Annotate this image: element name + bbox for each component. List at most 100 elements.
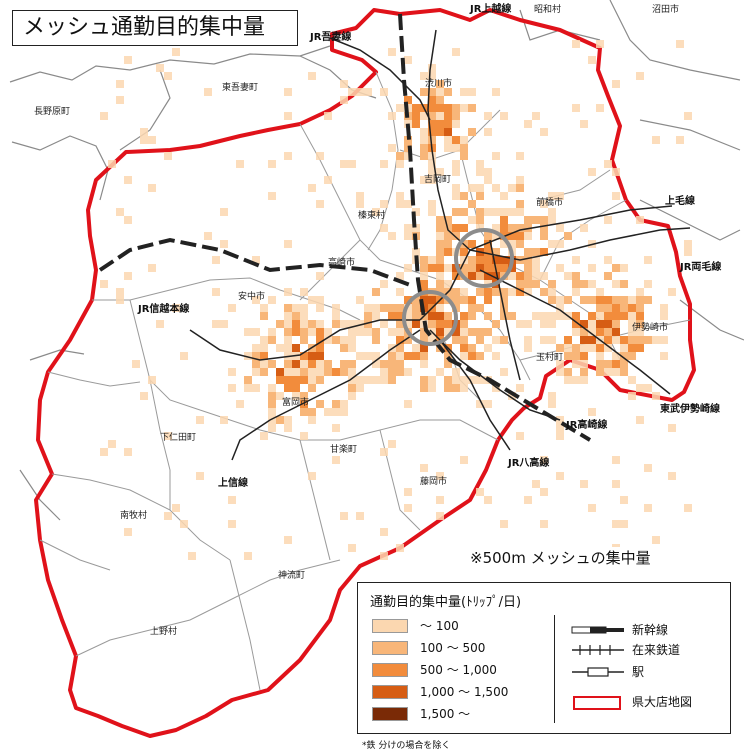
mesh-cell: [292, 368, 300, 376]
mesh-cell: [420, 256, 428, 264]
legend-range: 1,500 ～: [420, 707, 471, 721]
mesh-cell: [268, 296, 276, 304]
mesh-cell: [612, 80, 620, 88]
mesh-cell: [644, 280, 652, 288]
mesh-cell: [460, 336, 468, 344]
mesh-cell: [292, 392, 300, 400]
mesh-cell: [284, 376, 292, 384]
mesh-cell: [460, 312, 468, 320]
mesh-cell: [444, 328, 452, 336]
mesh-cell: [676, 136, 684, 144]
mesh-cell: [172, 504, 180, 512]
mesh-cell: [484, 264, 492, 272]
mesh-cell: [340, 360, 348, 368]
mesh-cell: [244, 376, 252, 384]
mesh-cell: [500, 368, 508, 376]
mesh-cell: [532, 272, 540, 280]
mesh-cell: [428, 256, 436, 264]
prefecture-boundary: [34, 8, 696, 738]
mesh-cell: [524, 496, 532, 504]
mesh-cell: [444, 280, 452, 288]
mesh-cell: [412, 344, 420, 352]
rail-label: JR信越本線: [137, 302, 189, 315]
mesh-cell: [452, 168, 460, 176]
mesh-cell: [500, 312, 508, 320]
mesh-cell: [580, 328, 588, 336]
mesh-cell: [524, 256, 532, 264]
mesh-cell: [548, 296, 556, 304]
mesh-cell: [628, 392, 636, 400]
mesh-cell: [444, 376, 452, 384]
mesh-cell: [444, 112, 452, 120]
mesh-cell: [100, 280, 108, 288]
mesh-cell: [540, 272, 548, 280]
mesh-cell: [220, 240, 228, 248]
mesh-cell: [284, 384, 292, 392]
mesh-cell: [388, 312, 396, 320]
mesh-cell: [612, 368, 620, 376]
mesh-cell: [612, 360, 620, 368]
mesh-cell: [452, 288, 460, 296]
mesh-cell: [652, 336, 660, 344]
mesh-cell: [468, 376, 476, 384]
mesh-cell: [260, 312, 268, 320]
mesh-cell: [420, 136, 428, 144]
legend-range: ～ 100: [420, 619, 459, 633]
mesh-cell: [500, 336, 508, 344]
mesh-cell: [540, 128, 548, 136]
mesh-cell: [284, 304, 292, 312]
mesh-cell: [436, 248, 444, 256]
mesh-cell: [612, 280, 620, 288]
mesh-cell: [308, 360, 316, 368]
legend-divider: [554, 615, 555, 723]
mesh-cell: [420, 360, 428, 368]
mesh-cell: [124, 176, 132, 184]
mesh-cell: [636, 288, 644, 296]
legend-symbol-label: 駅: [632, 665, 645, 679]
mesh-cell: [452, 120, 460, 128]
mesh-cell: [508, 224, 516, 232]
mesh-cell: [620, 496, 628, 504]
mesh-cell: [516, 272, 524, 280]
mesh-cell: [396, 160, 404, 168]
mesh-cell: [364, 312, 372, 320]
mesh-cell: [436, 80, 444, 88]
mesh-cell: [668, 472, 676, 480]
mesh-cell: [620, 336, 628, 344]
mesh-cell: [348, 320, 356, 328]
mesh-cell: [132, 360, 140, 368]
mesh-cell: [180, 520, 188, 528]
mesh-cell: [284, 424, 292, 432]
mesh-cell: [452, 192, 460, 200]
mesh-cell: [540, 488, 548, 496]
mesh-cell: [620, 280, 628, 288]
mesh-cell: [300, 312, 308, 320]
mesh-cell: [468, 328, 476, 336]
mesh-cell: [492, 384, 500, 392]
mesh-cell: [564, 368, 572, 376]
mesh-cell: [300, 368, 308, 376]
mesh-cell: [428, 384, 436, 392]
mesh-cell: [588, 280, 596, 288]
mesh-cell: [572, 104, 580, 112]
mesh-cell: [300, 400, 308, 408]
mesh-cell: [356, 320, 364, 328]
mesh-cell: [292, 360, 300, 368]
mesh-cell: [508, 312, 516, 320]
mesh-cell: [332, 400, 340, 408]
mesh-cell: [532, 280, 540, 288]
mesh-cell: [628, 352, 636, 360]
mesh-cell: [436, 272, 444, 280]
mesh-cell: [404, 336, 412, 344]
mesh-cell: [268, 384, 276, 392]
mesh-cell: [292, 344, 300, 352]
mesh-cell: [292, 304, 300, 312]
mesh-cell: [380, 200, 388, 208]
mesh-cell: [348, 160, 356, 168]
mesh-cell: [372, 336, 380, 344]
mesh-cell: [428, 64, 436, 72]
mesh-cell: [460, 248, 468, 256]
mesh-cell: [476, 160, 484, 168]
mesh-cell: [468, 128, 476, 136]
